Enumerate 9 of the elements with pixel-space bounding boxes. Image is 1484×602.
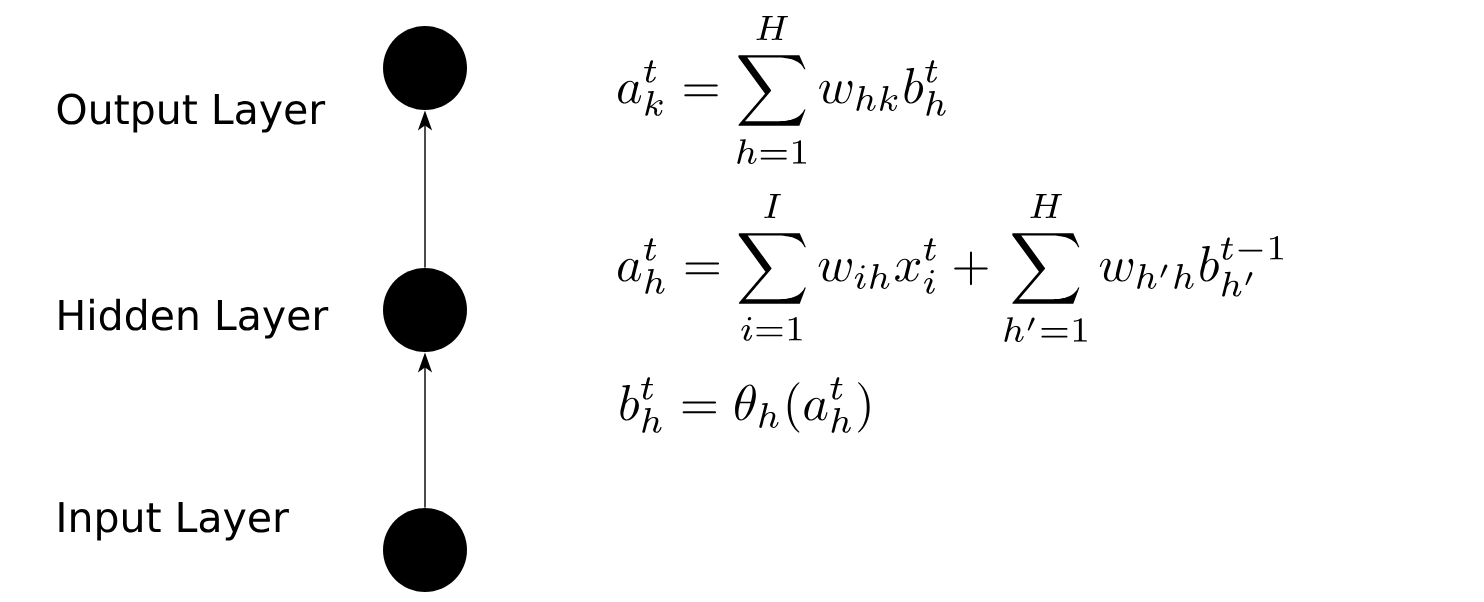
equation: $a_h^t = \sum_{i=1}^{I} w_{ih} x_i^t + \sum_{h'=1}^{H} w_{h'h} b_{h'}^{t-1}$ bbox=[618, 193, 1283, 342]
layer-node bbox=[383, 268, 467, 352]
equation: $b_h^t = \theta_h(a_h^t)$ bbox=[620, 377, 870, 433]
layer-node bbox=[383, 26, 467, 110]
layer-label: Output Layer bbox=[57, 93, 326, 133]
equation: $a_k^t = \sum_{h=1}^{H} w_{hk} b_h^t$ bbox=[618, 15, 946, 164]
layer-label: Input Layer bbox=[59, 502, 289, 541]
layer-label: Hidden Layer bbox=[59, 298, 329, 339]
layer-node bbox=[383, 508, 467, 592]
